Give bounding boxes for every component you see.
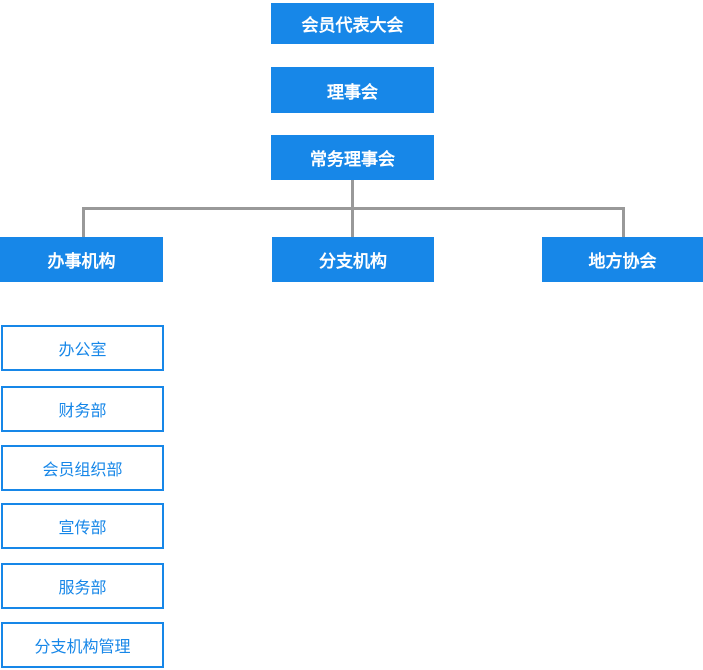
node-service-dept: 服务部 — [1, 563, 164, 609]
node-membership-dept: 会员组织部 — [1, 445, 164, 491]
node-standing-council: 常务理事会 — [271, 135, 434, 180]
connector-horizontal — [82, 207, 625, 210]
node-finance-dept: 财务部 — [1, 386, 164, 432]
connector-drop-right — [622, 207, 625, 237]
connector-drop-left — [82, 207, 85, 237]
node-general-office: 办公室 — [1, 325, 164, 371]
node-local-associations: 地方协会 — [542, 237, 703, 282]
node-council: 理事会 — [271, 67, 434, 113]
node-office-agencies: 办事机构 — [0, 237, 163, 282]
node-members-congress: 会员代表大会 — [271, 3, 434, 44]
node-branch-organizations: 分支机构 — [272, 237, 434, 282]
node-branch-management: 分支机构管理 — [1, 622, 164, 668]
node-publicity-dept: 宣传部 — [1, 503, 164, 549]
